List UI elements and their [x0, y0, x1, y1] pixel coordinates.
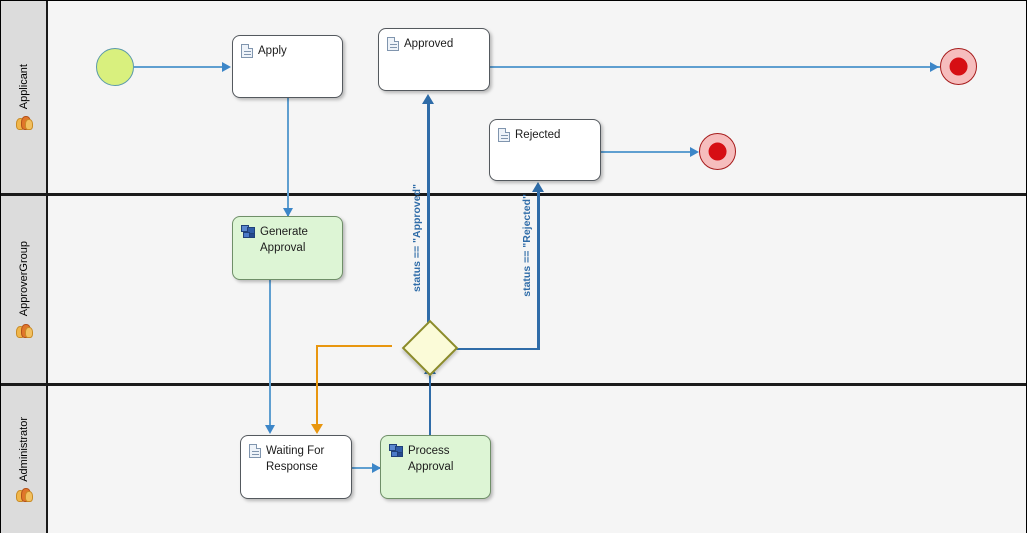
flow-label-rejected-condition: status == "Rejected" — [521, 194, 533, 297]
task-generate-approval[interactable]: Generate Approval — [232, 216, 343, 280]
flow-apply-to-generate — [287, 98, 289, 216]
lane-label-applicant: Applicant — [17, 63, 30, 110]
flow-gateway-to-rejected-horizontal — [444, 348, 539, 350]
task-generate-approval-label: Generate Approval — [260, 226, 308, 254]
flow-generate-to-waiting — [269, 280, 271, 432]
flow-gateway-to-approved — [427, 104, 430, 335]
flow-arrow-waiting-in — [265, 425, 275, 434]
flow-rejected-to-end — [601, 151, 696, 153]
document-icon — [249, 444, 261, 458]
service-icon — [241, 225, 255, 239]
group-of-people-icon — [15, 323, 33, 338]
flow-waiting-to-process — [352, 467, 380, 469]
lane-header-applicant[interactable]: Applicant — [1, 1, 48, 193]
document-icon — [387, 37, 399, 51]
task-approved-label: Approved — [404, 38, 454, 50]
task-rejected[interactable]: Rejected — [489, 119, 601, 181]
flow-arrow-apply-in — [222, 62, 231, 72]
task-approved[interactable]: Approved — [378, 28, 490, 91]
flow-label-approved-condition: status == "Approved" — [411, 184, 423, 292]
task-apply-label: Apply — [258, 45, 287, 57]
group-of-people-icon — [15, 487, 33, 503]
flow-arrow-end-approved-in — [930, 62, 939, 72]
document-icon — [498, 128, 510, 142]
flow-process-to-gateway — [429, 372, 431, 437]
document-icon — [241, 44, 253, 58]
flow-arrow-generate-in — [283, 208, 293, 217]
lane-label-approvergroup: ApproverGroup — [17, 241, 30, 317]
flow-gateway-to-rejected-vertical — [537, 190, 540, 350]
group-of-people-icon — [15, 115, 33, 131]
task-process-approval-label: Process Approval — [408, 445, 454, 473]
flow-arrow-waiting-loop-in — [311, 424, 323, 434]
task-waiting-for-response-label: Waiting For Response — [266, 445, 325, 473]
end-event-approved[interactable] — [940, 48, 977, 85]
lane-divider-2 — [1, 383, 1026, 386]
flow-arrow-approved-in — [422, 94, 434, 104]
service-icon — [389, 444, 403, 458]
start-event[interactable] — [96, 48, 134, 86]
end-event-rejected[interactable] — [699, 133, 736, 170]
flow-arrow-end-rejected-in — [690, 147, 699, 157]
task-rejected-label: Rejected — [515, 129, 561, 141]
lane-divider-1 — [1, 193, 1026, 196]
task-process-approval[interactable]: Process Approval — [380, 435, 491, 499]
flow-approved-to-end — [490, 66, 940, 68]
lane-label-administrator: Administrator — [17, 416, 30, 482]
lane-header-approvergroup[interactable]: ApproverGroup — [1, 196, 48, 383]
flow-gateway-loop-horizontal — [316, 345, 392, 347]
flow-start-to-apply — [134, 66, 224, 68]
lane-header-administrator[interactable]: Administrator — [1, 386, 48, 533]
task-apply[interactable]: Apply — [232, 35, 343, 98]
flow-arrow-process-in — [372, 463, 381, 473]
flow-gateway-loop-vertical — [316, 345, 318, 430]
lane-body-administrator — [48, 386, 1026, 533]
task-waiting-for-response[interactable]: Waiting For Response — [240, 435, 352, 499]
flow-arrow-rejected-in — [532, 182, 544, 192]
